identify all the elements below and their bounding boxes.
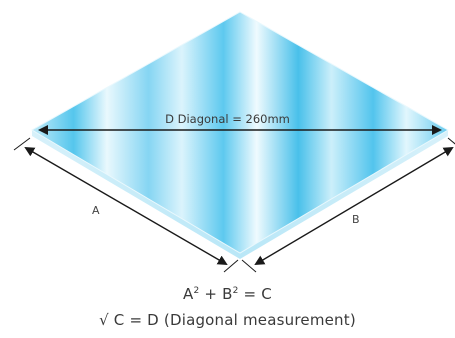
side-a-arrow-icon — [24, 146, 228, 266]
side-a-label: A — [92, 204, 100, 217]
diagonal-label: D Diagonal = 260mm — [165, 112, 290, 126]
side-a-tick-top — [13, 137, 31, 151]
formula-exponent-a: 2 — [193, 286, 200, 296]
pythagoras-formula: A2 + B2 = C — [0, 285, 455, 303]
formula-result: = C — [238, 285, 272, 303]
formula-term-b: + B — [199, 285, 233, 303]
side-b-label: B — [352, 213, 360, 226]
formula-term-a: A — [183, 285, 194, 303]
side-b-tick-bottom — [241, 259, 257, 273]
side-a-tick-bottom — [223, 259, 239, 273]
side-b-arrow-icon — [254, 146, 454, 266]
formula-exponent-b: 2 — [232, 286, 239, 296]
side-b-tick-top — [447, 137, 455, 145]
glass-pane-highlight — [31, 11, 449, 254]
diagonal-formula: √ C = D (Diagonal measurement) — [99, 311, 356, 329]
